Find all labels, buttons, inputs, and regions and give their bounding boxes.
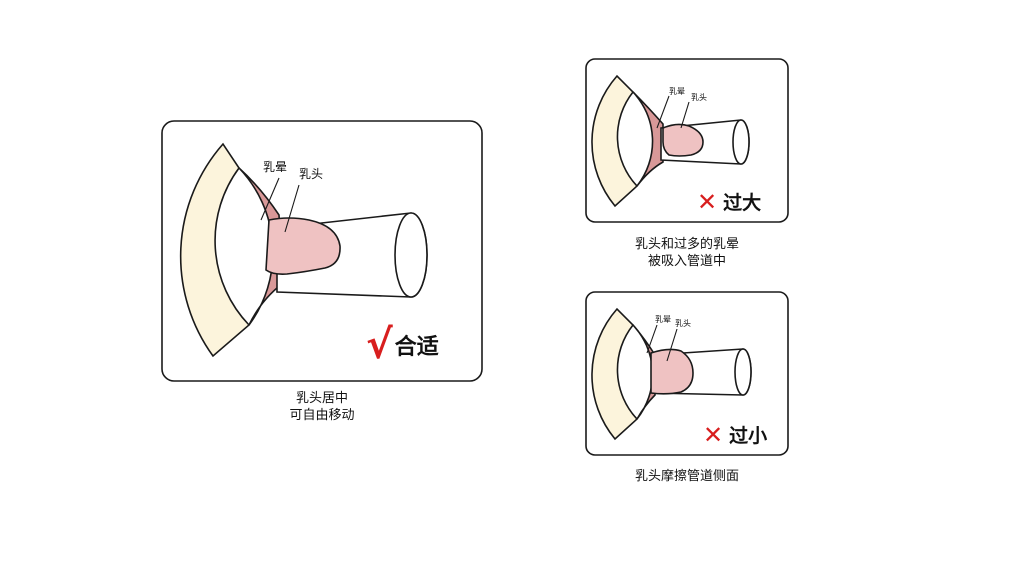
nipple-shape — [650, 348, 694, 395]
areola-label: 乳晕 — [655, 314, 671, 324]
nipple-label: 乳头 — [675, 318, 691, 328]
cross-icon: ✕ — [703, 420, 724, 449]
areola-label: 乳晕 — [669, 86, 685, 96]
verdict-too-large: ✕ 过大 — [697, 188, 761, 215]
flange-diagram-too-small: 乳晕 乳头 — [585, 291, 789, 456]
pump-tunnel-opening — [394, 212, 428, 298]
breast-outer-shape — [591, 307, 639, 441]
nipple-label: 乳头 — [299, 167, 323, 181]
areola-leader-line — [656, 95, 670, 129]
pump-tunnel-opening — [732, 119, 750, 165]
areola-shape — [632, 91, 664, 187]
areola-shape — [238, 167, 284, 326]
verdict-label: 过小 — [729, 425, 768, 447]
verdict-correct: √ 合适 — [366, 325, 439, 365]
areola-label: 乳晕 — [263, 160, 287, 174]
nipple-leader-line — [666, 328, 678, 362]
pump-tunnel-opening — [734, 348, 752, 396]
panel-too-small: 乳晕 乳头 ✕ 过小 — [585, 291, 789, 456]
caption-too-small: 乳头摩擦管道侧面 — [597, 468, 777, 485]
caption-line: 乳头居中 — [295, 391, 348, 406]
nipple-leader-line — [284, 184, 300, 233]
caption-too-large: 乳头和过多的乳晕 被吸入管道中 — [597, 236, 777, 270]
nipple-leader-line — [680, 101, 690, 129]
flange-diagram-correct: 乳晕 乳头 — [161, 120, 483, 382]
verdict-label: 过大 — [723, 192, 762, 214]
nipple-shape — [662, 123, 704, 157]
caption-line: 可自由移动 — [289, 408, 355, 423]
caption-correct: 乳头居中 可自由移动 — [232, 390, 412, 424]
panel-too-large: 乳晕 乳头 ✕ 过大 — [585, 58, 789, 223]
panel-correct-fit: 乳晕 乳头 √ 合适 — [161, 120, 483, 382]
caption-line: 乳头和过多的乳晕 — [634, 237, 739, 252]
checkmark-icon: √ — [366, 322, 393, 368]
nipple-label: 乳头 — [691, 92, 707, 102]
flange-diagram-too-large: 乳晕 乳头 — [585, 58, 789, 223]
verdict-label: 合适 — [394, 335, 439, 360]
caption-line: 被吸入管道中 — [647, 254, 726, 269]
cross-icon: ✕ — [697, 187, 718, 216]
areola-leader-line — [260, 177, 280, 221]
verdict-too-small: ✕ 过小 — [703, 421, 767, 448]
breast-outer-shape — [591, 74, 639, 208]
nipple-shape — [265, 217, 341, 275]
areola-leader-line — [646, 324, 658, 354]
breast-outer-shape — [179, 142, 251, 358]
caption-line: 乳头摩擦管道侧面 — [634, 469, 739, 484]
